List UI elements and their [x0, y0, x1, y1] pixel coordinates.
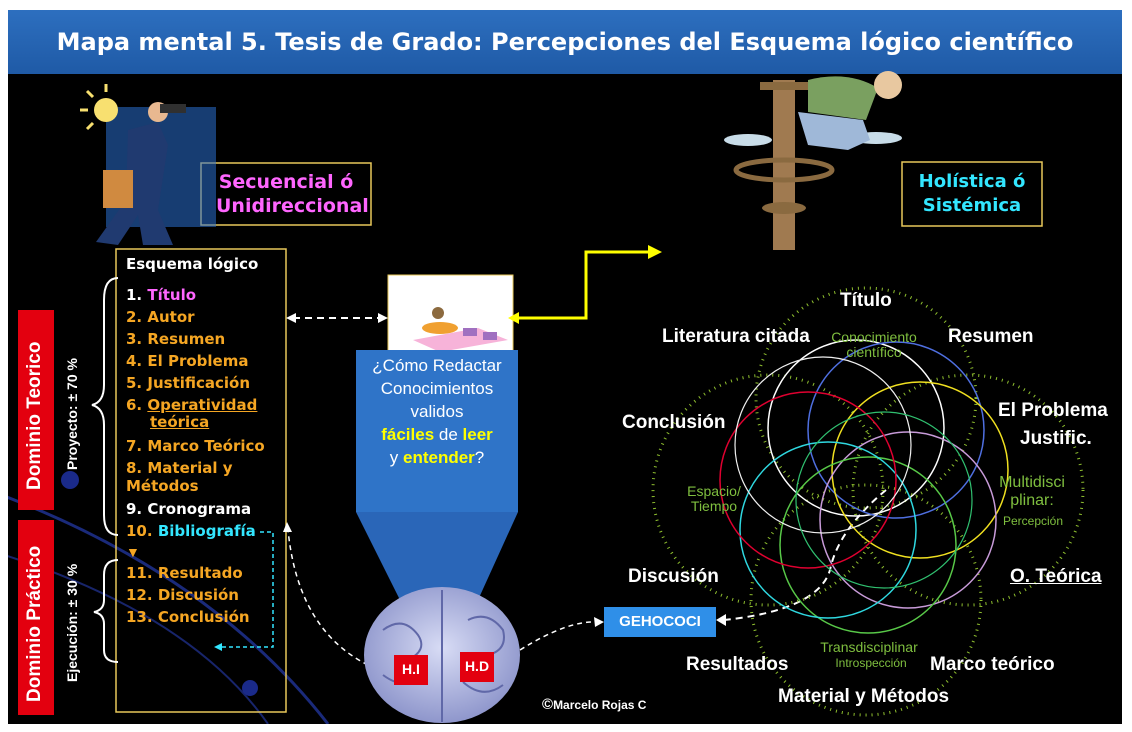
- copyright-icon: ©: [542, 696, 554, 713]
- list-item: 8. Material y: [126, 459, 233, 477]
- dominio-teorico-label: Dominio Teorico: [24, 341, 45, 490]
- secuencial-label: Secuencial ó Unidireccional: [216, 171, 369, 217]
- lookout-man-image: [724, 71, 902, 250]
- cyan-dashed-connector: [220, 531, 274, 648]
- label-resultados: Resultados: [686, 654, 789, 675]
- list-item: 7. Marco Teórico: [126, 437, 265, 455]
- list-item: 10. Bibliografía: [126, 522, 256, 540]
- list-item: 1. Título: [126, 286, 197, 304]
- brace-ejecucion: [93, 559, 119, 663]
- label-material: Material y Métodos: [778, 686, 950, 707]
- slide: Mapa mental 5. Tesis de Grado: Percepcio…: [8, 10, 1122, 724]
- label-literatura: Literatura citada: [662, 326, 810, 347]
- label-problema: El Problema: [998, 400, 1108, 421]
- label-titulo: Título: [840, 290, 892, 311]
- label-conclusion: Conclusión: [622, 412, 726, 433]
- list-item: 2. Autor: [126, 308, 195, 326]
- yellow-arrow: [516, 250, 648, 320]
- esquema-list: 1. Título 2. Autor 3. Resumen 4. El Prob…: [126, 284, 265, 628]
- brain-to-esquema-arrow: [287, 529, 369, 666]
- list-item: Métodos: [126, 477, 199, 495]
- hd-label: H.D: [464, 658, 490, 674]
- question-box: [356, 350, 518, 512]
- hi-box: [394, 655, 428, 685]
- list-item: 3. Resumen: [126, 330, 226, 348]
- label-multi: Multidisci plinar:: [999, 474, 1065, 509]
- question-text: ¿Cómo Redactar Conocimientos validos fác…: [372, 356, 502, 467]
- list-item: 9. Cronograma: [126, 500, 252, 518]
- question-funnel: [356, 512, 518, 600]
- label-discusion: Discusión: [628, 566, 719, 587]
- gehococi-label: GEHOCOCI: [619, 613, 701, 630]
- diagram-canvas: [8, 71, 1085, 724]
- orbit-dot: [242, 680, 258, 696]
- dominio-teorico-bar: [18, 310, 54, 510]
- label-trans: Transdisciplinar: [820, 639, 918, 655]
- binoculars-man-image: [80, 84, 216, 245]
- label-conocimiento: Conocimiento científico: [831, 329, 917, 360]
- list-item: 12. Discusión: [126, 586, 239, 604]
- label-espacio: Espacio/ Tiempo: [687, 483, 741, 514]
- list-item: 5. Justificación: [126, 374, 251, 392]
- label-percepcion: Percepción: [1002, 514, 1064, 528]
- proyecto-label: Proyecto: ± 70 %: [64, 358, 80, 470]
- list-item: 4. El Problema: [126, 352, 249, 370]
- list-item: 13. Conclusión: [126, 608, 250, 626]
- list-item: 6. Operatividad: [126, 396, 258, 414]
- holistica-label: Holística ó Sistémica: [918, 171, 1026, 216]
- holistica-box: [901, 161, 1043, 227]
- orbit-arc: [8, 495, 330, 724]
- ejecucion-label: Ejecución: ± 30 %: [64, 563, 80, 682]
- page-title: Mapa mental 5. Tesis de Grado: Percepcio…: [56, 28, 1074, 56]
- copyright: ©Marcelo Rojas C: [542, 696, 647, 713]
- esquema-box: [115, 248, 287, 713]
- label-justific: Justific.: [1020, 428, 1092, 449]
- list-item: teórica: [150, 413, 210, 431]
- down-arrow-icon: ▼: [126, 544, 140, 560]
- dominio-practico-bar: [18, 520, 54, 715]
- label-intro: Introspección: [835, 656, 907, 670]
- brain-to-gehococi-arrow: [519, 621, 599, 651]
- title-bar: Mapa mental 5. Tesis de Grado: Percepcio…: [8, 10, 1122, 74]
- list-item: 11. Resultado: [126, 564, 243, 582]
- label-resumen: Resumen: [948, 326, 1034, 347]
- reading-scientist-image: [413, 307, 508, 352]
- label-o-teorica: O. Teórica: [1010, 566, 1102, 587]
- brace-proyecto: [91, 277, 119, 536]
- orbit-dot: [61, 471, 79, 489]
- label-marco: Marco teórico: [930, 654, 1055, 675]
- dominio-practico-label: Dominio Práctico: [24, 545, 45, 702]
- hi-label: H.I: [402, 661, 420, 677]
- gehococi-box: [604, 607, 716, 637]
- esquema-heading: Esquema lógico: [126, 255, 259, 273]
- hd-box: [460, 652, 494, 682]
- brain-image: [364, 587, 520, 723]
